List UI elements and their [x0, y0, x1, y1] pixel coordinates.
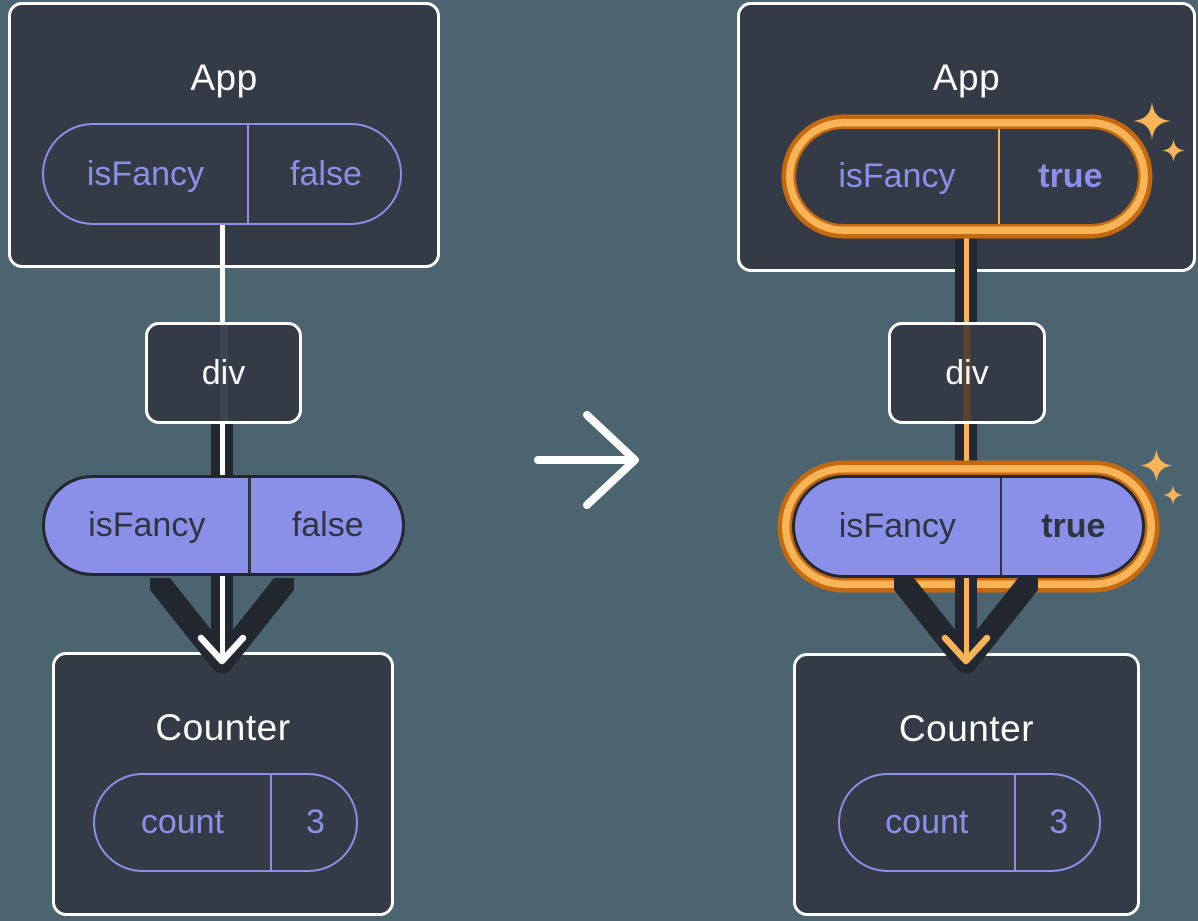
- state-value: 3: [305, 803, 325, 841]
- prop-name: isFancy: [838, 157, 956, 195]
- right-counter-card: Counter count 3: [793, 653, 1140, 916]
- left-counter-card: Counter count 3: [52, 652, 394, 916]
- right-div-label: div: [945, 353, 989, 392]
- pill-divider: [1013, 775, 1017, 870]
- left-app-title: App: [190, 57, 258, 98]
- left-pill-to-counter-line-core: [219, 576, 225, 658]
- right-counter-title: Counter: [898, 708, 1035, 749]
- prop-name: isFancy: [86, 154, 205, 193]
- left-div-thru-strip: [219, 325, 228, 421]
- sparkle-icon: [1162, 139, 1185, 162]
- left-div-card: div: [145, 322, 302, 424]
- right-passed-prop-pill: isFancy true: [792, 475, 1145, 578]
- prop-value: false: [290, 154, 362, 193]
- state-value: 3: [1049, 803, 1069, 841]
- left-counter-state-pill: count 3: [93, 773, 358, 872]
- arrow-right-icon: [534, 411, 639, 509]
- left-div-label: div: [201, 353, 246, 392]
- left-passed-prop-pill: isFancy false: [42, 475, 405, 576]
- left-div-to-pill-line-core: [219, 424, 225, 478]
- prop-value: true: [1041, 507, 1106, 545]
- sparkle-icon: [1163, 485, 1183, 505]
- right-div-card: div: [888, 322, 1046, 424]
- right-app-prop-pill: isFancy true: [796, 129, 1138, 224]
- left-counter-title: Counter: [155, 707, 291, 748]
- left-app-to-div-line: [219, 225, 225, 327]
- pill-divider: [246, 125, 250, 223]
- sparkle-icon: [1133, 102, 1171, 140]
- right-div-to-pill-line-core: [963, 424, 969, 478]
- prop-value: false: [291, 506, 364, 544]
- sparkle-icon: [1140, 449, 1173, 482]
- pill-divider: [248, 478, 251, 573]
- right-counter-state-pill: count 3: [838, 773, 1101, 872]
- right-pill-to-counter-line-core: [963, 578, 969, 658]
- right-app-title: App: [932, 57, 1001, 98]
- pill-divider: [269, 775, 273, 870]
- state-name: count: [140, 803, 225, 841]
- prop-value: true: [1038, 157, 1103, 195]
- right-div-thru-strip: [963, 325, 971, 421]
- prop-name: isFancy: [88, 506, 206, 544]
- flow-arrowhead-core-icon: [941, 634, 991, 665]
- flow-arrowhead-core-icon: [197, 634, 247, 665]
- state-name: count: [885, 803, 969, 841]
- pill-divider: [997, 129, 1001, 224]
- left-app-prop-pill: isFancy false: [42, 123, 402, 225]
- right-app-to-div-line-core: [963, 236, 969, 326]
- prop-name: isFancy: [838, 507, 956, 545]
- pill-divider: [999, 478, 1003, 575]
